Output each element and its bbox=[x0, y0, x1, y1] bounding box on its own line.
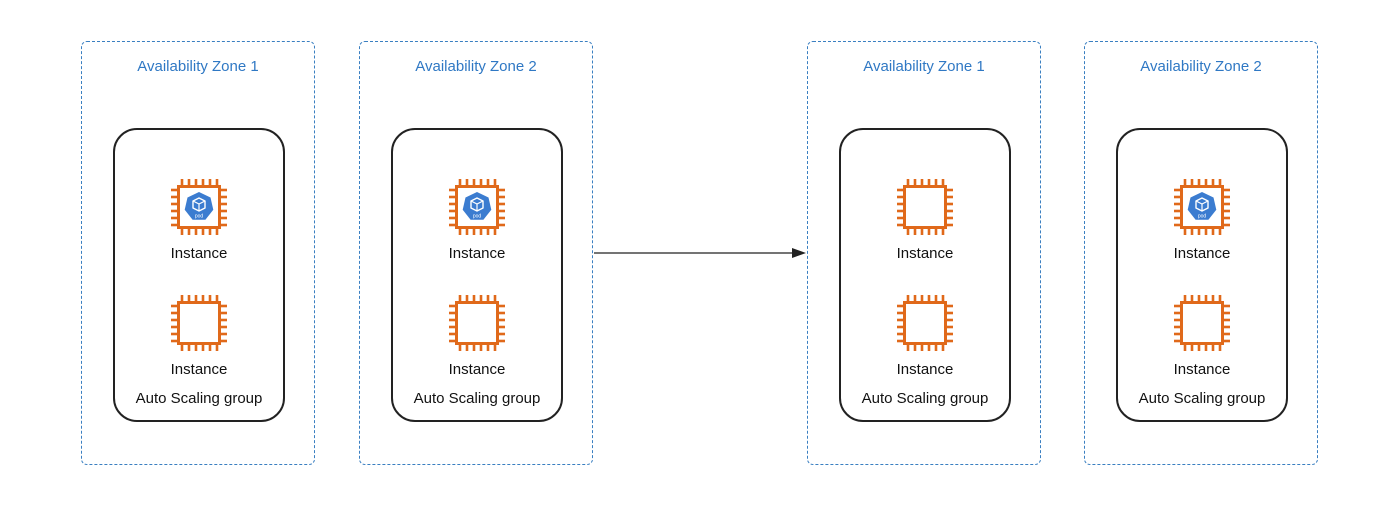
ec2-instance-icon bbox=[897, 179, 953, 235]
instance: Instance bbox=[393, 292, 561, 378]
zone-label: Availability Zone 1 bbox=[863, 58, 985, 75]
ec2-instance-icon bbox=[171, 295, 227, 351]
auto-scaling-group: pod Instance Instance Auto Scaling group bbox=[1116, 128, 1288, 422]
asg-label: Auto Scaling group bbox=[135, 390, 263, 407]
ec2-instance-icon: pod bbox=[171, 179, 227, 235]
asg-label: Auto Scaling group bbox=[413, 390, 541, 407]
instance: Instance bbox=[1118, 292, 1286, 378]
instance-label: Instance bbox=[1173, 245, 1231, 262]
ec2-instance-icon: pod bbox=[449, 179, 505, 235]
auto-scaling-group: pod Instance Instance Auto Scaling group bbox=[113, 128, 285, 422]
arrow-head-icon bbox=[792, 248, 806, 258]
pod-text: pod bbox=[473, 214, 482, 220]
ec2-instance-icon bbox=[449, 295, 505, 351]
instance: Instance bbox=[115, 292, 283, 378]
instance-label: Instance bbox=[896, 361, 954, 378]
instance-label: Instance bbox=[448, 361, 506, 378]
availability-zone: Availability Zone 1 pod Instance Instanc… bbox=[81, 41, 315, 465]
pod-text: pod bbox=[1198, 214, 1207, 220]
zone-label: Availability Zone 2 bbox=[1140, 58, 1262, 75]
auto-scaling-group: Instance Instance Auto Scaling group bbox=[839, 128, 1011, 422]
asg-label: Auto Scaling group bbox=[861, 390, 989, 407]
zone-label: Availability Zone 2 bbox=[415, 58, 537, 75]
instance: pod Instance bbox=[1118, 176, 1286, 262]
instance-label: Instance bbox=[448, 245, 506, 262]
ec2-instance-icon bbox=[897, 295, 953, 351]
instance: pod Instance bbox=[115, 176, 283, 262]
availability-zone: Availability Zone 2 pod Instance Instanc… bbox=[1084, 41, 1318, 465]
instance: pod Instance bbox=[393, 176, 561, 262]
instance: Instance bbox=[841, 292, 1009, 378]
kubernetes-pod-icon: pod bbox=[462, 192, 492, 220]
kubernetes-pod-icon: pod bbox=[1187, 192, 1217, 220]
availability-zone: Availability Zone 1 Instance Instance Au… bbox=[807, 41, 1041, 465]
ec2-instance-icon: pod bbox=[1174, 179, 1230, 235]
instance: Instance bbox=[841, 176, 1009, 262]
instance-label: Instance bbox=[170, 361, 228, 378]
kubernetes-pod-icon: pod bbox=[184, 192, 214, 220]
availability-zone: Availability Zone 2 pod Instance Instanc… bbox=[359, 41, 593, 465]
instance-label: Instance bbox=[1173, 361, 1231, 378]
zone-label: Availability Zone 1 bbox=[137, 58, 259, 75]
asg-label: Auto Scaling group bbox=[1138, 390, 1266, 407]
pod-text: pod bbox=[195, 214, 204, 220]
instance-label: Instance bbox=[170, 245, 228, 262]
auto-scaling-group: pod Instance Instance Auto Scaling group bbox=[391, 128, 563, 422]
instance-label: Instance bbox=[896, 245, 954, 262]
ec2-instance-icon bbox=[1174, 295, 1230, 351]
